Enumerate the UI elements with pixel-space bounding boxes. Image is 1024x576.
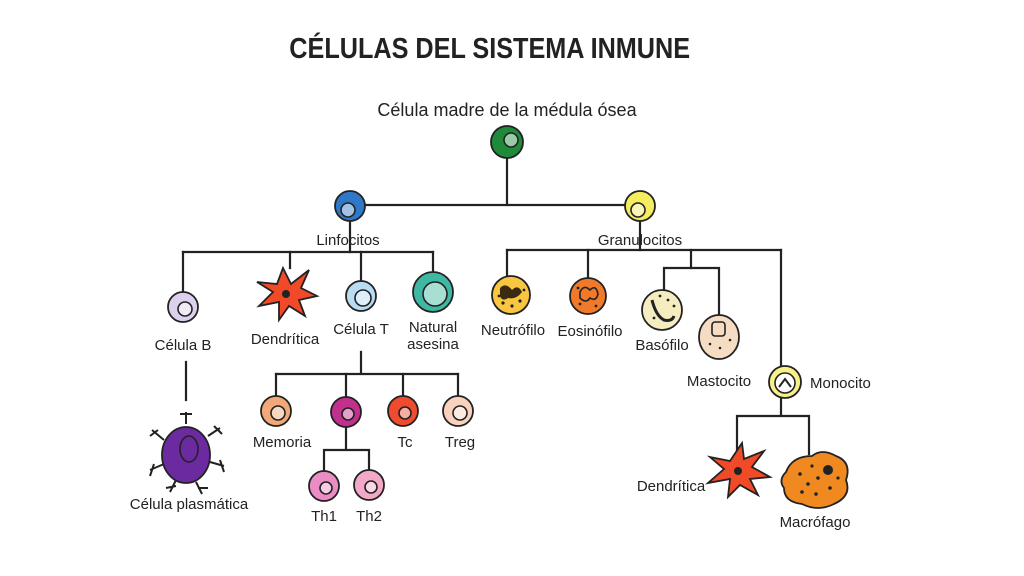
connector-baso-mast bbox=[662, 266, 721, 318]
granulocytes-label: Granulocitos bbox=[598, 232, 682, 249]
plasma-cell-icon bbox=[149, 412, 225, 495]
basophil-label: Basófilo bbox=[635, 337, 688, 354]
th2-cell-icon bbox=[353, 469, 385, 501]
regulatory-t-cell-icon bbox=[442, 395, 474, 427]
monocyte-label: Monocito bbox=[810, 375, 871, 392]
macrophage-label: Macrófago bbox=[780, 514, 851, 531]
stem-cell-icon bbox=[490, 125, 524, 159]
treg-label: Treg bbox=[445, 434, 475, 451]
natural-killer-label-line1: Natural bbox=[409, 319, 457, 336]
dendritic-cell-icon bbox=[704, 440, 773, 500]
th2-label: Th2 bbox=[356, 508, 382, 525]
tc-label: Tc bbox=[398, 434, 414, 451]
granulocyte-icon bbox=[624, 190, 656, 222]
neutrophil-icon bbox=[491, 275, 531, 315]
t-cell-label: Célula T bbox=[333, 321, 389, 338]
dendritic-cell-icon bbox=[256, 265, 320, 323]
dendritic-2-label: Dendrítica bbox=[637, 478, 706, 495]
connector-tcell-bar bbox=[274, 350, 460, 376]
dendritic-1-label: Dendrítica bbox=[251, 331, 320, 348]
lymphocytes-label: Linfocitos bbox=[316, 232, 379, 249]
stem-cell-nucleus bbox=[503, 132, 519, 148]
lymphocyte-icon bbox=[334, 190, 366, 222]
connector-th-children bbox=[322, 426, 371, 474]
basophil-icon bbox=[641, 289, 683, 331]
b-cell-icon bbox=[167, 291, 199, 323]
neutrophil-label: Neutrófilo bbox=[481, 322, 545, 339]
t-cell-icon bbox=[345, 280, 377, 312]
dendritic-nucleus bbox=[734, 467, 742, 475]
dendritic-nucleus bbox=[282, 290, 290, 298]
connector-gran-drops bbox=[505, 238, 783, 370]
memory-cell-icon bbox=[260, 395, 292, 427]
th1-label: Th1 bbox=[311, 508, 337, 525]
plasma-cell-label: Célula plasmática bbox=[130, 496, 249, 513]
stem-cell-label: Célula madre de la médula ósea bbox=[377, 100, 637, 120]
connector-lymph-drops bbox=[181, 238, 435, 294]
natural-killer-label-line2: asesina bbox=[407, 336, 459, 353]
diagram-title: CÉLULAS DEL SISTEMA INMUNE bbox=[289, 31, 690, 64]
th1-cell-icon bbox=[308, 470, 340, 502]
connector-tcell-drops bbox=[274, 372, 460, 398]
macrophage-icon bbox=[780, 451, 849, 509]
eosinophil-icon bbox=[569, 277, 607, 315]
tree-connectors bbox=[181, 156, 811, 474]
monocyte-icon bbox=[768, 365, 802, 399]
cytotoxic-t-cell-icon bbox=[387, 395, 419, 427]
mast-cell-icon bbox=[698, 314, 740, 360]
helper-t-cell-icon bbox=[330, 396, 362, 428]
b-cell-label: Célula B bbox=[155, 337, 212, 354]
memory-label: Memoria bbox=[253, 434, 312, 451]
natural-killer-cell-icon bbox=[412, 271, 454, 313]
eosinophil-label: Eosinófilo bbox=[557, 323, 622, 340]
connector-monocyte-children bbox=[735, 396, 811, 456]
mast-cell-label: Mastocito bbox=[687, 373, 751, 390]
